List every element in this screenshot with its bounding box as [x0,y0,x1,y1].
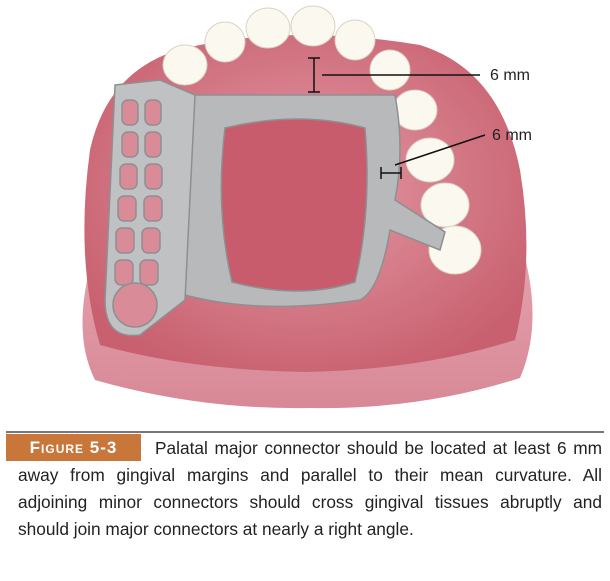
denture-illustration [82,5,533,409]
caption-rule [6,431,604,433]
teeth [162,5,482,275]
figure-number-label: Figure 5-3 [6,434,141,461]
palate [216,112,374,300]
denture-base-framework [104,79,196,337]
dimension-label-anterior: 6 mm [490,67,530,84]
dimension-markers [308,57,486,179]
dimension-label-lateral: 6 mm [492,127,532,144]
figure-caption: Palatal major connector should be locate… [18,438,602,539]
